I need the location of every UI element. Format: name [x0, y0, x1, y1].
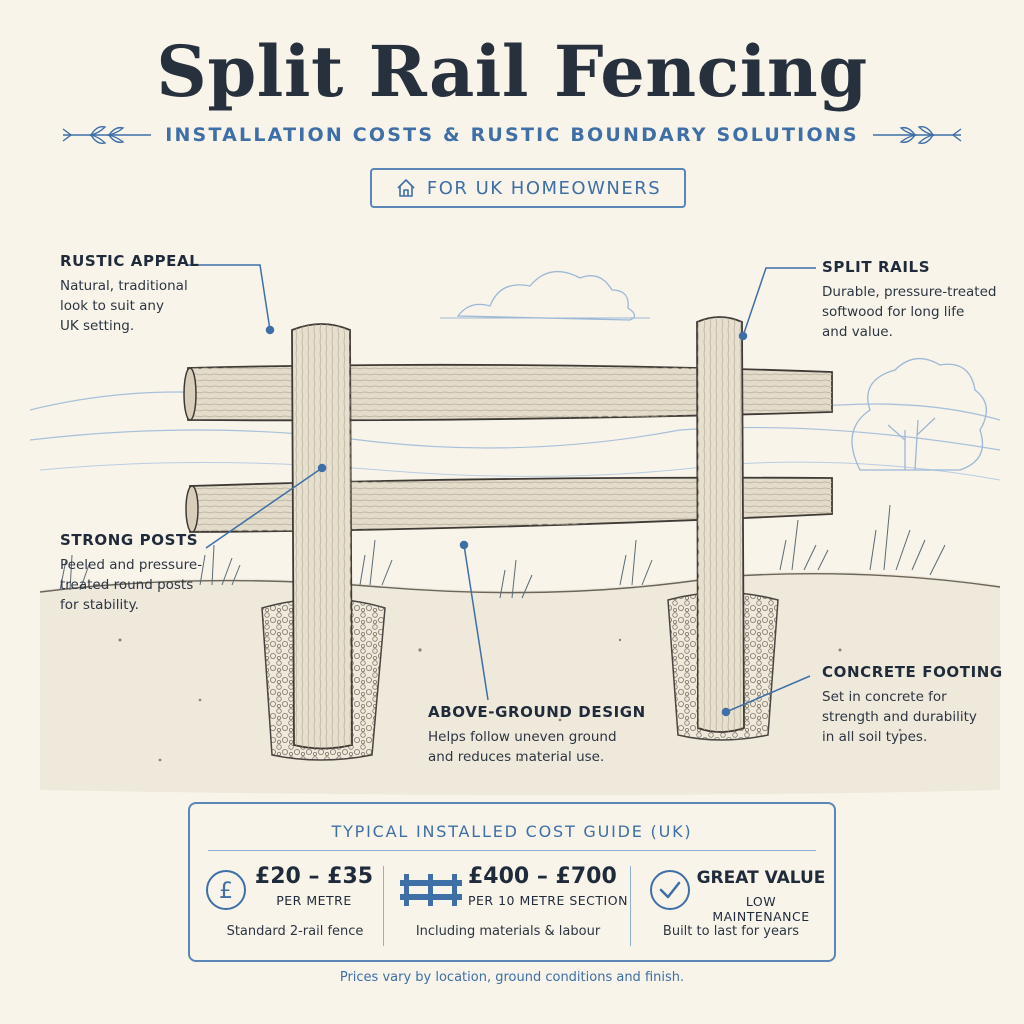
- callout-concrete-footing: CONCRETE FOOTING Set in concrete for str…: [822, 663, 1017, 747]
- right-sprig-icon: [872, 125, 962, 145]
- left-sprig-icon: [62, 125, 152, 145]
- page-title: Split Rail Fencing: [156, 30, 868, 113]
- column-divider: [630, 866, 631, 946]
- cost-value: £400 – £700: [468, 864, 617, 889]
- callout-title: STRONG POSTS: [60, 531, 199, 549]
- cost-note-wrapper: Standard 2-rail fence: [210, 924, 380, 939]
- fence-icon: [400, 874, 462, 906]
- callout-title: ABOVE-GROUND DESIGN: [428, 703, 646, 721]
- cost-value: GREAT VALUE: [696, 868, 826, 888]
- cost-note-wrapper: Built to last for years: [636, 924, 826, 939]
- cost-note-wrapper: Including materials & labour: [388, 924, 628, 939]
- callout-title: SPLIT RAILS: [822, 258, 931, 276]
- cost-guide-heading: TYPICAL INSTALLED COST GUIDE (UK): [331, 822, 693, 841]
- background-tree: [851, 358, 987, 471]
- cost-note: Standard 2-rail fence: [226, 924, 364, 939]
- callout-split-rails: SPLIT RAILS Durable, pressure-treated so…: [822, 258, 1017, 342]
- leader-lines: [186, 264, 816, 717]
- audience-badge: FOR UK HOMEOWNERS: [370, 168, 686, 208]
- svg-text:£: £: [219, 879, 233, 904]
- cost-note: Built to last for years: [662, 924, 800, 939]
- right-post: [696, 316, 745, 733]
- grass: [59, 504, 946, 599]
- cost-column-per-metre: £20 – £35 PER METRE: [254, 864, 374, 908]
- cost-unit: PER 10 METRE SECTION: [468, 893, 628, 908]
- cost-value: £20 – £35: [254, 864, 374, 889]
- page-subtitle: INSTALLATION COSTS & RUSTIC BOUNDARY SOL…: [165, 124, 859, 146]
- cost-column-value: GREAT VALUE LOW MAINTENANCE: [696, 864, 826, 924]
- callout-text: Set in concrete for strength and durabil…: [822, 689, 977, 745]
- cost-unit: PER METRE: [276, 893, 352, 908]
- house-icon: [397, 179, 415, 197]
- badge-label: FOR UK HOMEOWNERS: [426, 177, 662, 199]
- callout-text: Peeled and pressure- treated round posts…: [60, 557, 203, 613]
- callout-text: Durable, pressure-treated softwood for l…: [822, 284, 997, 340]
- check-icon: [650, 870, 690, 910]
- cloud: [456, 270, 636, 321]
- footer-note: Prices vary by location, ground conditio…: [339, 970, 685, 985]
- cost-note: Including materials & labour: [415, 924, 601, 939]
- cost-unit: LOW MAINTENANCE: [712, 894, 810, 924]
- callout-text: Natural, traditional look to suit any UK…: [60, 278, 188, 334]
- callout-strong-posts: STRONG POSTS Peeled and pressure- treate…: [60, 531, 240, 615]
- cost-guide-rule: [208, 850, 816, 851]
- callout-above-ground: ABOVE-GROUND DESIGN Helps follow uneven …: [428, 703, 668, 767]
- column-divider: [383, 866, 384, 946]
- callout-title: RUSTIC APPEAL: [60, 252, 200, 270]
- subtitle-row: INSTALLATION COSTS & RUSTIC BOUNDARY SOL…: [0, 120, 1024, 150]
- callout-title: CONCRETE FOOTING: [822, 663, 1003, 681]
- callout-rustic-appeal: RUSTIC APPEAL Natural, traditional look …: [60, 252, 240, 336]
- left-post: [291, 323, 353, 750]
- cost-column-per-section: £400 – £700 PER 10 METRE SECTION: [468, 864, 628, 908]
- callout-text: Helps follow uneven ground and reduces m…: [428, 729, 617, 765]
- cost-guide-panel: TYPICAL INSTALLED COST GUIDE (UK) £ £20 …: [188, 802, 836, 962]
- pound-icon: £: [206, 870, 246, 910]
